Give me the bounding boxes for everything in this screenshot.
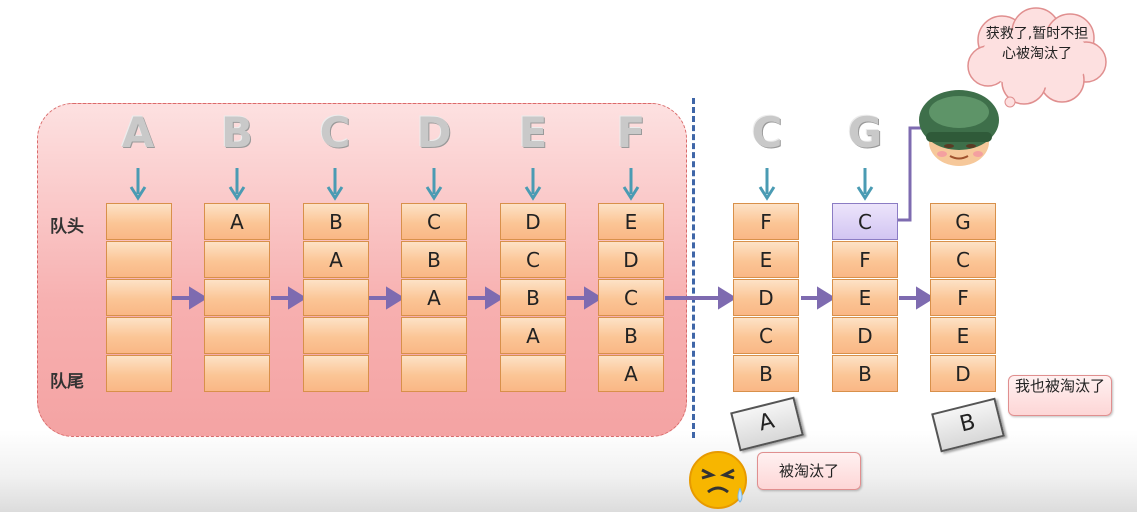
- queue-cell: D: [500, 203, 566, 240]
- queue-cell: [106, 317, 172, 354]
- queue-cell: B: [733, 355, 799, 392]
- queue-cell: [106, 355, 172, 392]
- thought-cloud-text: 获救了,暂时不担心被淘汰了: [985, 26, 1089, 62]
- queue-cell: C: [598, 279, 664, 316]
- queue-cell: B: [401, 241, 467, 278]
- queue-cell: [401, 317, 467, 354]
- queue-column-6: E D C B A: [598, 203, 664, 393]
- queue-column-7: F E D C B: [733, 203, 799, 393]
- queue-cell: [303, 355, 369, 392]
- down-arrow-icon: [425, 168, 443, 201]
- queue-cell: E: [598, 203, 664, 240]
- speech-bubble-also-evicted: 我也被淘汰了: [1008, 375, 1112, 416]
- queue-cell: [106, 203, 172, 240]
- queue-cell: [401, 355, 467, 392]
- queue-cell: B: [832, 355, 898, 392]
- queue-cell: F: [832, 241, 898, 278]
- down-arrow-icon: [228, 168, 246, 201]
- queue-cell: C: [733, 317, 799, 354]
- queue-cell: [106, 241, 172, 278]
- queue-cell: A: [303, 241, 369, 278]
- queue-cell: E: [832, 279, 898, 316]
- queue-cell: B: [500, 279, 566, 316]
- queue-cell: [500, 355, 566, 392]
- input-letter-5: E: [518, 108, 548, 157]
- queue-cell: A: [204, 203, 270, 240]
- queue-cell: [303, 279, 369, 316]
- down-arrow-icon: [129, 168, 147, 201]
- input-letter-7: C: [751, 108, 783, 157]
- queue-cell: [106, 279, 172, 316]
- queue-tail-label: 队尾: [50, 372, 84, 392]
- queue-cell: [303, 317, 369, 354]
- queue-cell-hit: C: [832, 203, 898, 240]
- queue-cell: C: [930, 241, 996, 278]
- queue-cell: F: [733, 203, 799, 240]
- queue-cell: [204, 355, 270, 392]
- input-letter-3: C: [319, 108, 351, 157]
- queue-cell: G: [930, 203, 996, 240]
- queue-cell: E: [930, 317, 996, 354]
- input-letter-1: A: [121, 108, 155, 157]
- queue-column-1: [106, 203, 172, 393]
- queue-column-3: B A: [303, 203, 369, 393]
- queue-cell: D: [598, 241, 664, 278]
- thought-cloud: [967, 7, 1107, 108]
- queue-cell: F: [930, 279, 996, 316]
- speech-bubble-evicted: 被淘汰了: [757, 452, 861, 490]
- crying-face-icon: [689, 451, 747, 509]
- input-letter-6: F: [616, 108, 646, 157]
- queue-cell: B: [303, 203, 369, 240]
- input-letter-2: B: [220, 108, 253, 157]
- down-arrow-icon: [326, 168, 344, 201]
- queue-cell: D: [832, 317, 898, 354]
- down-arrow-icon: [622, 168, 640, 201]
- down-arrow-icon: [524, 168, 542, 201]
- queue-cell: A: [401, 279, 467, 316]
- queue-column-8: C F E D B: [832, 203, 898, 393]
- queue-head-label: 队头: [50, 217, 84, 237]
- down-arrow-icon: [758, 168, 776, 201]
- queue-cell: C: [401, 203, 467, 240]
- queue-cell: D: [930, 355, 996, 392]
- input-letter-8: G: [847, 108, 883, 157]
- queue-column-5: D C B A: [500, 203, 566, 393]
- queue-cell: A: [500, 317, 566, 354]
- input-letter-4: D: [416, 108, 452, 157]
- helmet-face-icon: [919, 90, 999, 166]
- queue-cell: D: [733, 279, 799, 316]
- down-arrow-icon: [856, 168, 874, 201]
- queue-column-9: G C F E D: [930, 203, 996, 393]
- queue-column-2: A: [204, 203, 270, 393]
- queue-cell: B: [598, 317, 664, 354]
- queue-cell: [204, 241, 270, 278]
- queue-cell: E: [733, 241, 799, 278]
- queue-column-4: C B A: [401, 203, 467, 393]
- queue-cell: [204, 279, 270, 316]
- divider-dashed-line: [692, 98, 695, 438]
- queue-cell: C: [500, 241, 566, 278]
- queue-cell: [204, 317, 270, 354]
- queue-cell: A: [598, 355, 664, 392]
